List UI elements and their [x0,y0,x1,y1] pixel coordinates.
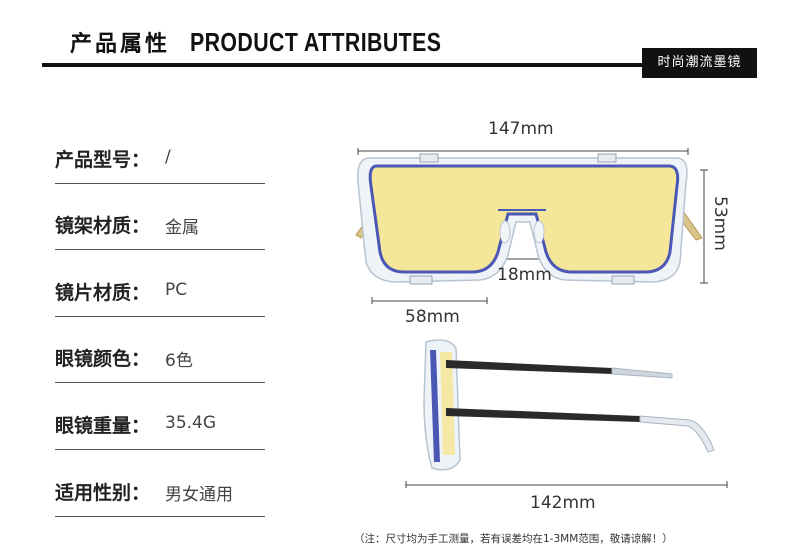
dim-bridge: 18mm [497,265,552,285]
divider [55,183,265,184]
header-rule [42,63,750,67]
attr-label: 产品型号： [55,149,151,171]
dim-lens-width: 58mm [405,307,460,327]
attr-model: 产品型号： / [55,145,265,211]
dim-temple-length: 142mm [530,493,596,513]
attr-lens-material: 镜片材质： PC [55,278,265,344]
attr-label: 适用性别： [55,482,151,504]
divider [55,249,265,250]
glasses-front-view [355,153,703,285]
attr-label: 镜架材质： [55,215,151,237]
attr-frame-material: 镜架材质： 金属 [55,211,265,277]
attr-value: 男女通用 [165,485,233,505]
measurement-note: （注：尺寸均为手工测量，若有误差均在1-3MM范围，敬请谅解！） [354,533,673,545]
attr-value: 6色 [165,351,193,371]
dim-total-width: 147mm [488,119,554,139]
divider [55,449,265,450]
divider [55,316,265,317]
attr-value: 金属 [165,218,199,238]
category-tag: 时尚潮流墨镜 [642,48,757,78]
divider [55,516,265,517]
section-title-cn: 产品属性 [70,32,171,57]
attr-gender: 适用性别： 男女通用 [55,478,265,544]
attr-label: 眼镜重量： [55,415,151,437]
attr-value: / [165,147,171,167]
section-title-en: PRODUCT ATTRIBUTES [190,27,442,57]
glasses-side-view [423,339,715,471]
attr-value: PC [165,280,188,300]
attr-label: 镜片材质： [55,282,151,304]
attr-weight: 眼镜重量： 35.4G [55,411,265,477]
attr-value: 35.4G [165,413,217,433]
divider [55,382,265,383]
dim-height: 53mm [710,196,730,251]
attr-color: 眼镜颜色： 6色 [55,344,265,410]
attr-label: 眼镜颜色： [55,348,151,370]
